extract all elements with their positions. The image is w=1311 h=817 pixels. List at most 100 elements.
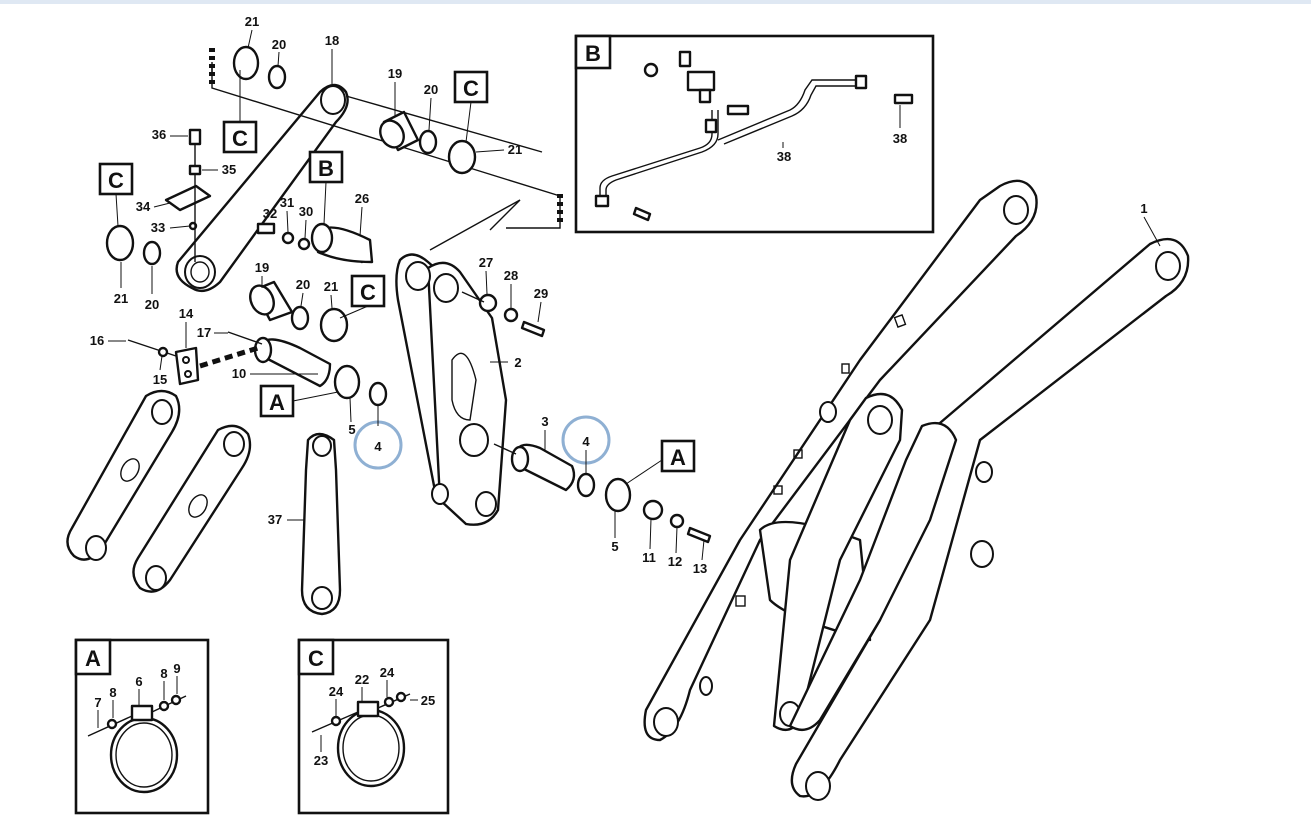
upper-link-18 bbox=[175, 83, 349, 293]
svg-text:A: A bbox=[269, 390, 285, 415]
detail-a-label: A bbox=[85, 646, 101, 671]
svg-text:A: A bbox=[670, 445, 686, 470]
washer-12 bbox=[669, 513, 685, 529]
washer bbox=[330, 715, 342, 727]
washer-20-top bbox=[267, 64, 287, 90]
callout-34: 34 bbox=[136, 199, 151, 214]
pin-10 bbox=[253, 336, 332, 388]
detail-c-label: C bbox=[308, 646, 324, 671]
callout-5: 5 bbox=[611, 539, 618, 554]
callout-12: 12 bbox=[668, 554, 682, 569]
grease-fitting-stack bbox=[164, 128, 212, 262]
nut bbox=[395, 691, 407, 703]
bushing-19-upper bbox=[379, 110, 420, 152]
ring-5-left bbox=[333, 364, 361, 400]
washer-4-right bbox=[576, 472, 596, 498]
callout-a-6: 6 bbox=[135, 674, 142, 689]
callout-35: 35 bbox=[222, 162, 236, 177]
pin-26 bbox=[310, 222, 374, 264]
nut bbox=[643, 62, 659, 78]
callout-27: 27 bbox=[479, 255, 493, 270]
callout-38-fitting: 38 bbox=[893, 131, 907, 146]
callout-28: 28 bbox=[504, 268, 518, 283]
washer-31 bbox=[281, 231, 295, 245]
bolt-16 bbox=[127, 339, 177, 357]
svg-text:B: B bbox=[318, 156, 334, 181]
callout-4: 4 bbox=[374, 439, 382, 454]
bolt bbox=[726, 104, 750, 116]
callout-31: 31 bbox=[280, 195, 294, 210]
washer-20-lower bbox=[290, 305, 310, 331]
callout-36: 36 bbox=[152, 127, 166, 142]
tube-nut bbox=[698, 88, 712, 104]
hose-clamp bbox=[109, 716, 179, 794]
callout-30: 30 bbox=[299, 204, 313, 219]
marker-a-left: A bbox=[259, 384, 339, 418]
fitting bbox=[632, 206, 652, 222]
callout-20: 20 bbox=[296, 277, 310, 292]
ring-21-lower bbox=[319, 307, 349, 343]
tube-nut bbox=[594, 194, 610, 208]
callout-a-9: 9 bbox=[173, 661, 180, 676]
bolt-13 bbox=[686, 526, 712, 544]
washer-20-left bbox=[142, 240, 162, 266]
callout-19: 19 bbox=[388, 66, 402, 81]
callout-21: 21 bbox=[114, 291, 128, 306]
fitting-38 bbox=[893, 93, 914, 105]
callout-20: 20 bbox=[145, 297, 159, 312]
link-left-a bbox=[66, 389, 181, 561]
callout-14: 14 bbox=[179, 306, 194, 321]
washer-27 bbox=[478, 293, 498, 313]
callout-16: 16 bbox=[90, 333, 104, 348]
callout-a-7: 7 bbox=[94, 695, 101, 710]
svg-text:C: C bbox=[360, 280, 376, 305]
marker-c-top: C bbox=[222, 70, 258, 154]
top-strip bbox=[0, 0, 1311, 4]
callout-21: 21 bbox=[324, 279, 338, 294]
ring-21-upper bbox=[447, 139, 477, 175]
callout-15: 15 bbox=[153, 372, 167, 387]
svg-text:C: C bbox=[108, 168, 124, 193]
callout-18: 18 bbox=[325, 33, 339, 48]
detail-c-box: C 24 22 24 25 23 bbox=[297, 638, 450, 815]
callout-19: 19 bbox=[255, 260, 269, 275]
washer-20-upper bbox=[418, 129, 438, 155]
callout-17: 17 bbox=[197, 325, 211, 340]
callout-11: 11 bbox=[642, 550, 656, 565]
washer bbox=[106, 718, 118, 730]
callout-37: 37 bbox=[268, 512, 282, 527]
svg-text:C: C bbox=[463, 76, 479, 101]
callout-2: 2 bbox=[514, 355, 521, 370]
detail-a-box: A 7 8 6 8 9 bbox=[74, 638, 210, 815]
ring-21-top bbox=[232, 45, 260, 81]
marker-b: B bbox=[308, 150, 344, 225]
callout-5: 5 bbox=[348, 422, 355, 437]
tube-nut bbox=[704, 118, 718, 134]
detail-b-label: B bbox=[585, 41, 601, 66]
svg-text:C: C bbox=[232, 126, 248, 151]
detail-b-box: B 38 38 bbox=[574, 34, 935, 234]
washer bbox=[383, 696, 395, 708]
ring-5-right bbox=[604, 477, 632, 513]
hose-clamp bbox=[336, 708, 406, 788]
callout-c-24b: 24 bbox=[380, 665, 395, 680]
nut bbox=[170, 694, 182, 706]
plate-14 bbox=[174, 346, 200, 386]
washer-28 bbox=[503, 307, 519, 323]
callout-c-23: 23 bbox=[314, 753, 328, 768]
callout-a-8: 8 bbox=[109, 685, 116, 700]
callout-13: 13 bbox=[693, 561, 707, 576]
callout-c-24: 24 bbox=[329, 684, 344, 699]
tube-nut bbox=[854, 74, 868, 90]
link-left-b bbox=[132, 424, 252, 593]
callout-38-tube: 38 bbox=[777, 149, 791, 164]
bolt-29 bbox=[520, 320, 546, 338]
callout-c-22: 22 bbox=[355, 672, 369, 687]
callout-32: 32 bbox=[263, 206, 277, 221]
callout-20: 20 bbox=[424, 82, 438, 97]
pin-3 bbox=[510, 443, 576, 492]
callout-29: 29 bbox=[534, 286, 548, 301]
callout-33: 33 bbox=[151, 220, 165, 235]
washer-30 bbox=[297, 237, 311, 251]
